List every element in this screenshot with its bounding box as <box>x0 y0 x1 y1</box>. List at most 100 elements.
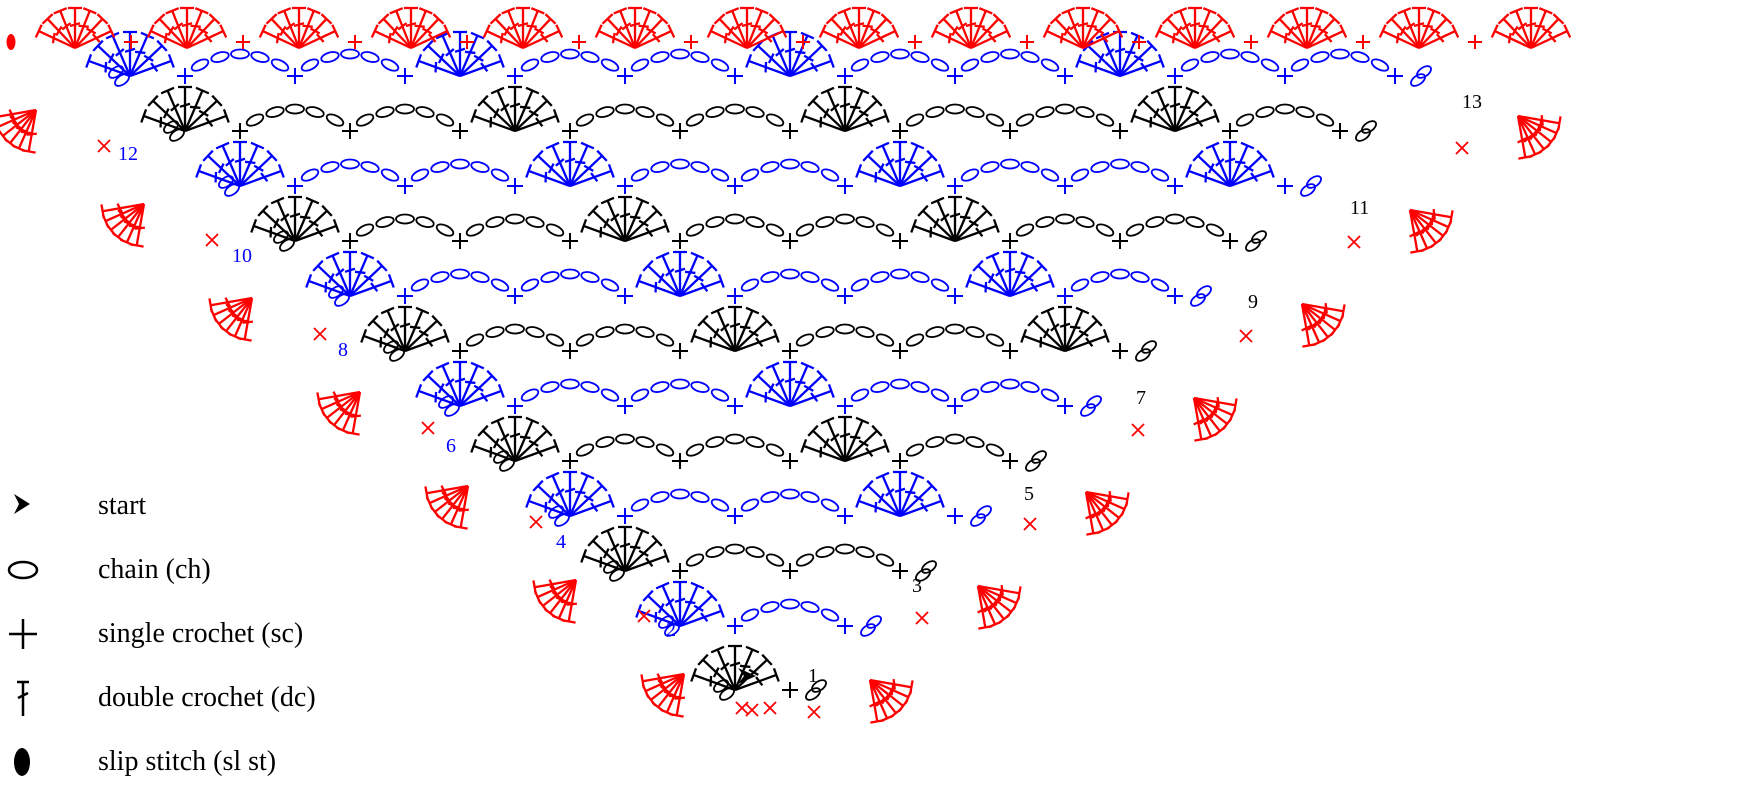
single-crochet-icon <box>507 178 523 194</box>
row-number-13: 13 <box>1462 91 1482 113</box>
chain-icon <box>920 559 938 576</box>
single-crochet-icon <box>727 68 743 84</box>
chain-icon <box>870 380 890 394</box>
single-crochet-icon <box>1112 343 1128 359</box>
double-crochet-icon <box>460 371 497 406</box>
chain-icon <box>600 387 620 403</box>
double-crochet-icon <box>845 439 889 461</box>
double-crochet-icon <box>1175 96 1212 131</box>
chain-icon <box>745 105 765 119</box>
single-crochet-icon <box>892 563 908 579</box>
single-crochet-icon <box>1356 35 1370 49</box>
dc-fan <box>101 204 144 247</box>
chain-icon <box>430 270 450 284</box>
single-crochet-icon <box>837 288 853 304</box>
chain-icon <box>905 332 925 348</box>
legend-label-single-crochet: single crochet (sc) <box>98 618 303 650</box>
legend-item-slip-stitch: slip stitch (sl st) <box>0 736 420 786</box>
chain-icon <box>891 270 909 279</box>
chain-icon <box>650 160 670 174</box>
chain-icon <box>380 57 400 73</box>
dc-fan <box>1021 307 1108 351</box>
chain-icon <box>800 600 820 614</box>
chain-icon <box>905 442 925 458</box>
chain-icon <box>498 457 516 474</box>
chain-icon <box>410 277 430 293</box>
dc-fan <box>306 252 393 296</box>
chain-arc <box>355 215 455 239</box>
chain-icon <box>960 167 980 183</box>
chain-icon <box>781 490 799 499</box>
single-crochet-icon <box>782 453 798 469</box>
double-crochet-icon <box>288 197 302 241</box>
chain-icon <box>1195 284 1213 301</box>
chain-icon <box>1020 160 1040 174</box>
single-crochet-icon <box>1277 68 1293 84</box>
single-crochet-icon <box>782 563 798 579</box>
chain-arc <box>520 270 620 294</box>
legend-item-chain: chain (ch) <box>0 544 420 594</box>
chain-arc <box>685 215 785 239</box>
edge-sc-icon <box>206 234 218 246</box>
chain-arc <box>1180 50 1280 74</box>
chain-icon <box>616 105 634 114</box>
single-crochet-icon <box>617 178 633 194</box>
double-crochet-icon <box>643 261 680 296</box>
chain-icon <box>1030 449 1048 466</box>
single-crochet-icon <box>507 398 523 414</box>
chain-icon <box>305 105 325 119</box>
chain-icon <box>1070 167 1090 183</box>
double-crochet-icon <box>680 591 717 626</box>
double-crochet-icon <box>790 41 827 76</box>
chain-icon <box>1150 277 1170 293</box>
double-crochet-icon <box>526 164 570 186</box>
chain-icon <box>616 325 634 334</box>
single-crochet-icon <box>727 398 743 414</box>
chain-icon <box>451 270 469 279</box>
chain-icon <box>1075 105 1095 119</box>
chain-icon <box>1360 119 1378 136</box>
chain-icon <box>650 50 670 64</box>
single-crochet-icon <box>617 288 633 304</box>
chain-icon <box>710 497 730 513</box>
single-crochet-icon <box>1057 398 1073 414</box>
chain-arc <box>355 105 455 129</box>
single-crochet-icon <box>892 123 908 139</box>
row-number-10: 10 <box>232 245 252 267</box>
double-crochet-icon <box>42 14 75 48</box>
double-crochet-icon <box>1010 274 1054 296</box>
double-crochet-icon <box>453 362 467 406</box>
double-crochet-icon <box>515 439 559 461</box>
double-crochet-icon <box>893 142 907 186</box>
double-crochet-icon <box>460 384 504 406</box>
chain-icon <box>1020 50 1040 64</box>
chain-icon <box>575 332 595 348</box>
chain-arc <box>740 490 840 514</box>
double-crochet-icon <box>563 472 577 516</box>
double-crochet-icon <box>581 219 625 241</box>
chain-icon <box>855 325 875 339</box>
double-crochet-icon <box>973 261 1010 296</box>
single-crochet-icon <box>1244 35 1258 49</box>
chain-icon <box>580 380 600 394</box>
dc-fan <box>526 142 613 186</box>
chain-arc <box>685 435 785 459</box>
chain-icon <box>506 325 524 334</box>
single-crochet-icon <box>782 123 798 139</box>
chain-icon <box>985 442 1005 458</box>
chain-icon <box>745 435 765 449</box>
chain-icon <box>415 215 435 229</box>
chain-icon <box>1079 402 1097 419</box>
chain-arc <box>795 325 895 349</box>
single-crochet-icon <box>684 35 698 49</box>
chain-icon <box>470 160 490 174</box>
chain-icon <box>451 160 469 169</box>
double-crochet-icon <box>735 655 772 690</box>
chain-icon <box>745 215 765 229</box>
chain-icon <box>485 215 505 229</box>
single-crochet-icon <box>727 508 743 524</box>
double-crochet-icon <box>1028 316 1065 351</box>
double-crochet-icon <box>178 87 192 131</box>
single-crochet-icon <box>782 233 798 249</box>
chain-icon <box>850 387 870 403</box>
